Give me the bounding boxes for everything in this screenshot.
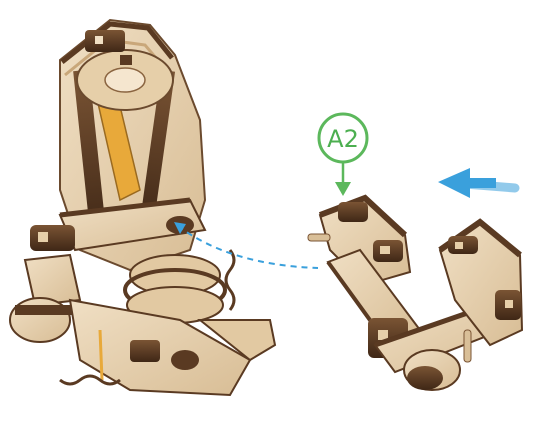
arrow-left-icon xyxy=(438,168,515,198)
callout-label: A2 xyxy=(327,125,359,153)
callout-a2: A2 xyxy=(319,114,367,196)
part-a2 xyxy=(308,198,522,390)
main-assembly xyxy=(10,20,275,395)
